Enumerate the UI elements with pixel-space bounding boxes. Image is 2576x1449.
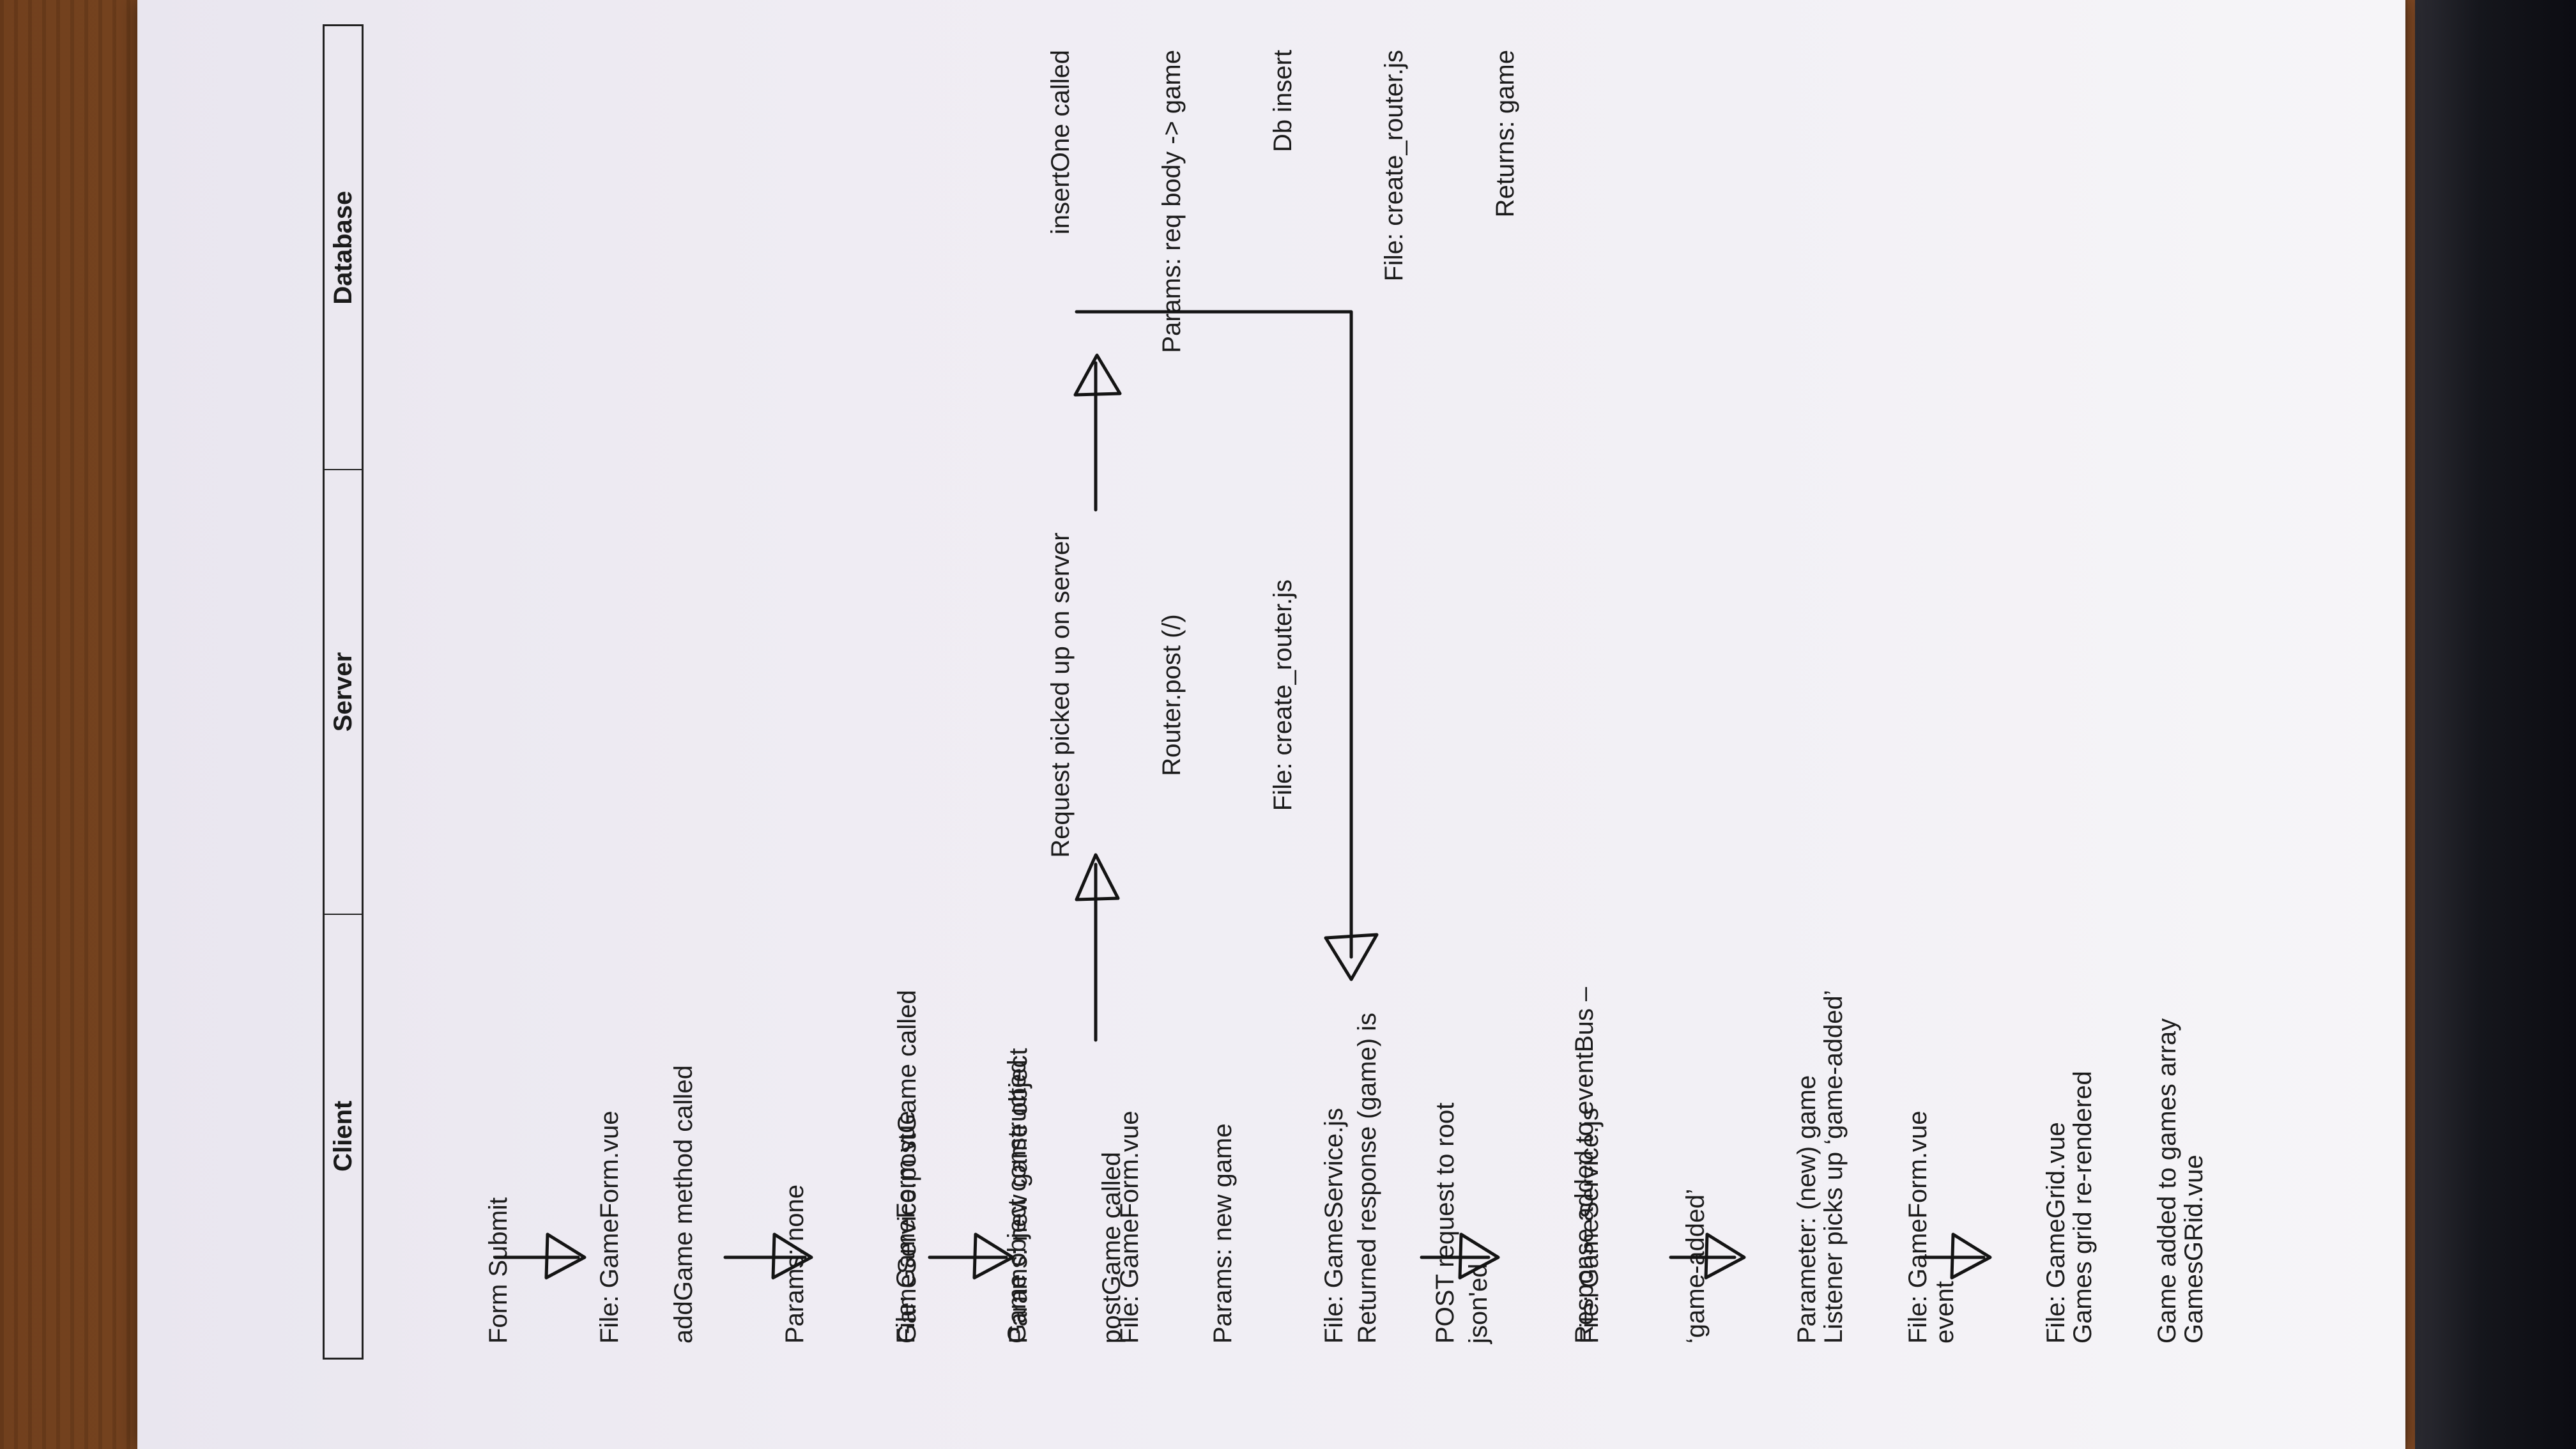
rotated-page-content: Client Server Database Form Submit File:…	[137, 0, 2405, 1449]
paper-sheet: Client Server Database Form Submit File:…	[137, 0, 2405, 1449]
arrow-down-icon	[928, 1232, 1015, 1280]
arrow-right-icon	[1073, 353, 1122, 512]
arrow-down-icon	[1669, 1232, 1746, 1280]
arrow-down-icon	[723, 1232, 813, 1280]
arrow-down-icon	[1918, 1232, 1992, 1280]
dark-surface-edge	[2415, 0, 2576, 1449]
arrow-return-icon	[1075, 310, 1379, 981]
hand-drawn-arrows	[493, 310, 1992, 1280]
arrow-down-icon	[493, 1232, 586, 1280]
arrow-down-icon	[1420, 1232, 1500, 1280]
arrow-right-icon	[1075, 853, 1120, 1042]
